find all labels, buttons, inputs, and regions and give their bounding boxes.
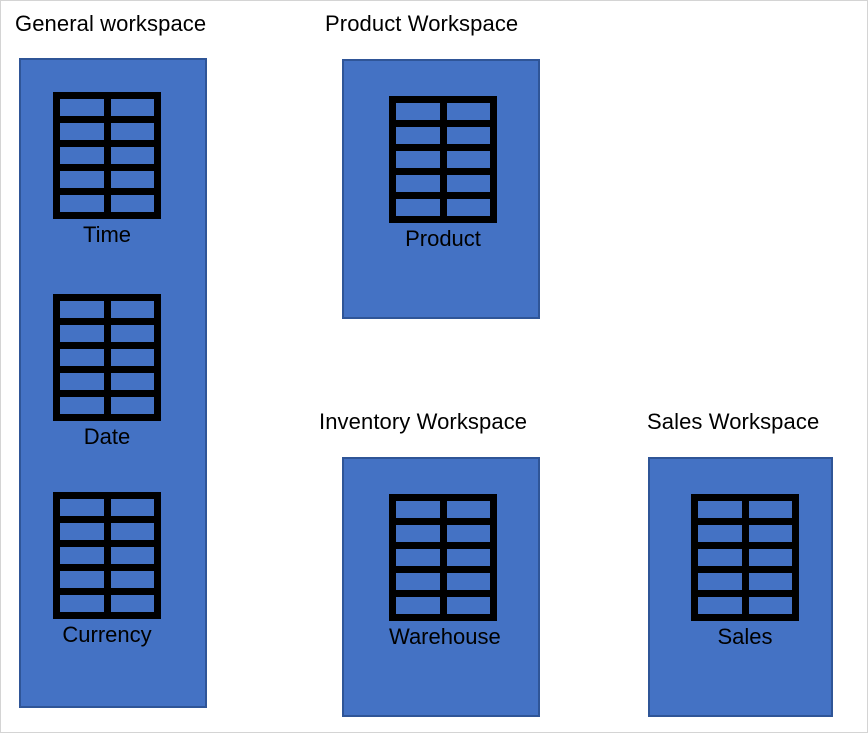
workspace-box-product[interactable]: Product [342, 59, 540, 319]
table-icon-cell [396, 151, 440, 168]
table-icon [691, 494, 799, 621]
table-icon-cell [110, 195, 154, 212]
table-icon-cell [396, 573, 440, 590]
table-icon-cell [446, 597, 490, 614]
entity-sales[interactable]: Sales [691, 494, 799, 651]
table-icon-cell [110, 349, 154, 366]
entity-warehouse[interactable]: Warehouse [389, 494, 501, 651]
table-icon-cell [110, 325, 154, 342]
table-icon [53, 92, 161, 219]
table-icon-cell [698, 549, 742, 566]
table-icon-cell [60, 171, 104, 188]
entity-label: Product [405, 226, 481, 251]
table-icon-cell [396, 597, 440, 614]
table-icon-cell [110, 523, 154, 540]
entity-label: Warehouse [389, 624, 501, 649]
table-icon-cell [698, 573, 742, 590]
table-icon-cell [396, 199, 440, 216]
workspace-title-sales: Sales Workspace [647, 409, 820, 434]
table-icon-cell [748, 597, 792, 614]
entity-label: Sales [717, 624, 773, 649]
table-icon-cell [446, 573, 490, 590]
entity-label: Currency [62, 622, 152, 647]
table-icon-cell [60, 547, 104, 564]
table-icon-cell [110, 571, 154, 588]
table-icon-cell [110, 301, 154, 318]
table-icon-cell [396, 103, 440, 120]
table-icon-cell [446, 501, 490, 518]
table-icon-cell [446, 199, 490, 216]
workspace-title-product: Product Workspace [325, 11, 519, 36]
entity-date[interactable]: Date [53, 294, 161, 451]
table-icon-cell [60, 147, 104, 164]
table-icon-cell [748, 501, 792, 518]
table-icon-cell [396, 525, 440, 542]
table-icon [389, 494, 497, 621]
table-icon-cell [748, 549, 792, 566]
table-icon-cell [110, 547, 154, 564]
table-icon-cell [396, 549, 440, 566]
workspace-title-general: General workspace [15, 11, 207, 36]
table-icon-cell [110, 171, 154, 188]
table-icon-cell [446, 127, 490, 144]
table-icon [389, 96, 497, 223]
table-icon-cell [60, 523, 104, 540]
table-icon-cell [446, 103, 490, 120]
table-icon-cell [110, 595, 154, 612]
table-icon [53, 492, 161, 619]
table-icon-cell [698, 597, 742, 614]
table-icon-cell [60, 123, 104, 140]
table-icon-cell [748, 525, 792, 542]
table-icon-cell [698, 501, 742, 518]
table-icon-cell [446, 525, 490, 542]
table-icon-cell [60, 349, 104, 366]
workspace-title-inventory: Inventory Workspace [319, 409, 528, 434]
table-icon-cell [446, 175, 490, 192]
workspace-box-sales[interactable]: Sales [648, 457, 833, 717]
table-icon-cell [110, 397, 154, 414]
table-icon-cell [60, 195, 104, 212]
table-icon-cell [60, 571, 104, 588]
table-icon [53, 294, 161, 421]
table-icon-cell [60, 595, 104, 612]
entity-label: Date [83, 424, 131, 449]
table-icon-cell [110, 373, 154, 390]
table-icon-cell [110, 99, 154, 116]
table-icon-cell [110, 123, 154, 140]
table-icon-cell [110, 499, 154, 516]
table-icon-cell [60, 99, 104, 116]
table-icon-cell [396, 501, 440, 518]
entity-product[interactable]: Product [389, 96, 497, 253]
entity-label: Time [82, 222, 132, 247]
table-icon-cell [396, 175, 440, 192]
table-icon-cell [110, 147, 154, 164]
workspace-box-inventory[interactable]: Warehouse [342, 457, 540, 717]
table-icon-cell [748, 573, 792, 590]
table-icon-cell [60, 397, 104, 414]
table-icon-cell [446, 549, 490, 566]
table-icon-cell [60, 325, 104, 342]
table-icon-cell [446, 151, 490, 168]
table-icon-cell [698, 525, 742, 542]
entity-currency[interactable]: Currency [53, 492, 161, 649]
table-icon-cell [396, 127, 440, 144]
entity-time[interactable]: Time [53, 92, 161, 249]
table-icon-cell [60, 301, 104, 318]
table-icon-cell [60, 499, 104, 516]
table-icon-cell [60, 373, 104, 390]
